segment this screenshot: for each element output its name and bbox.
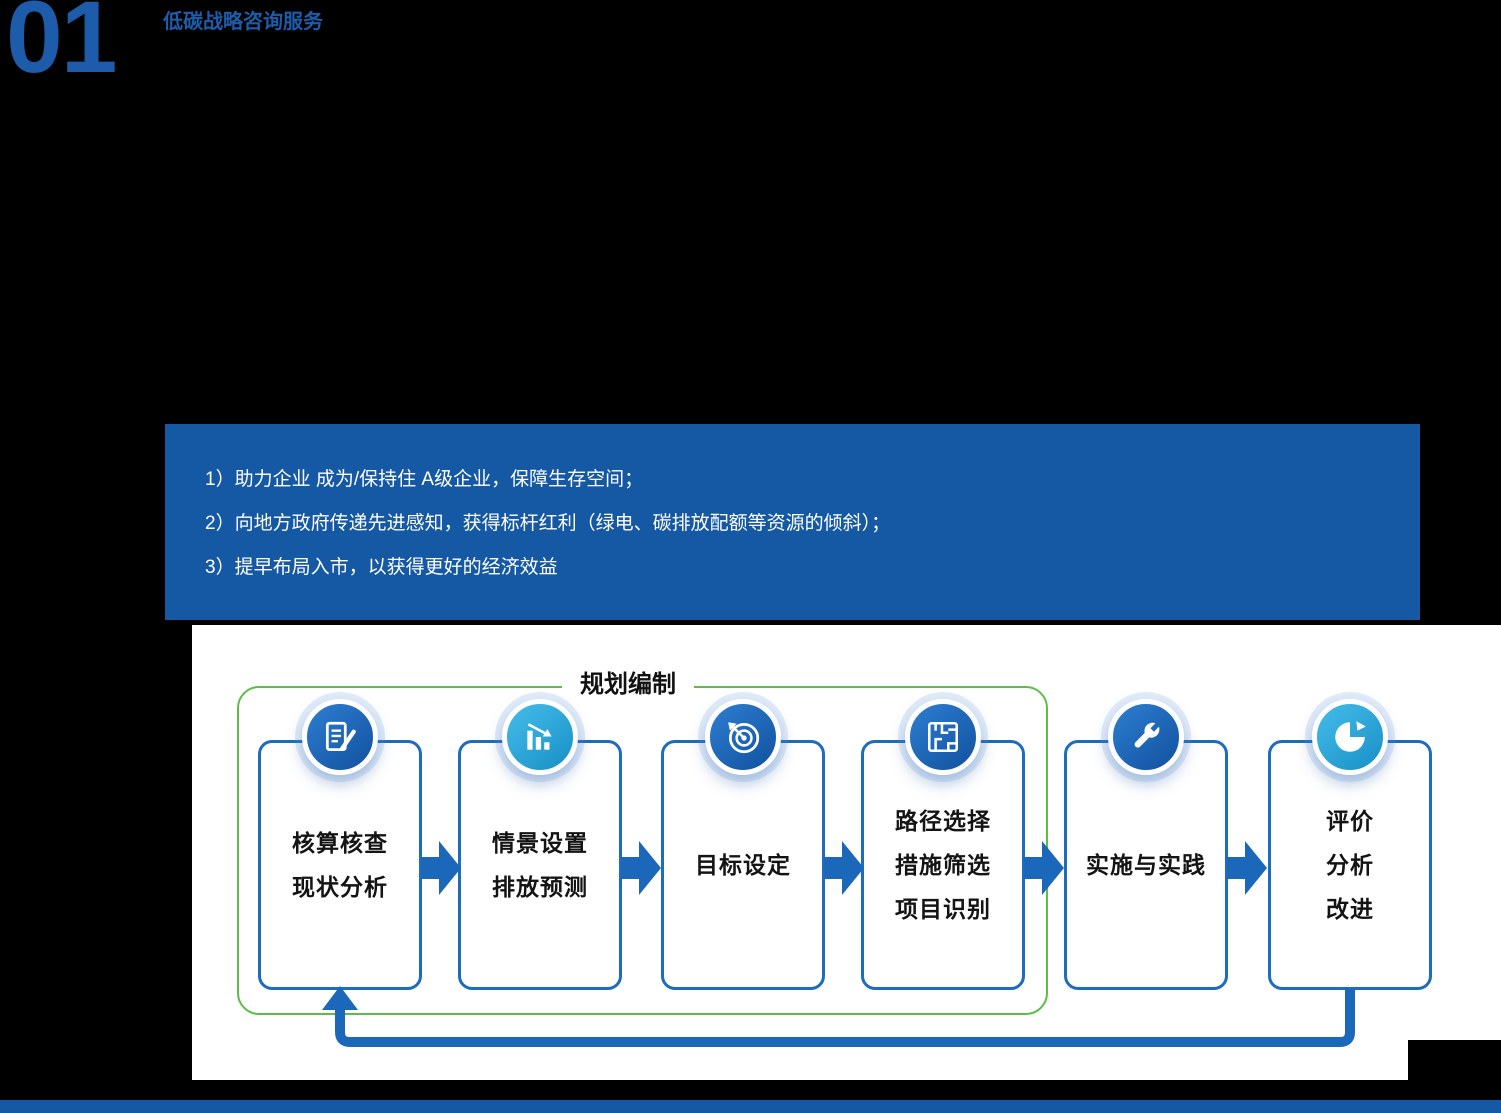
step-label-line: 措施筛选 (895, 851, 991, 878)
step-label-line: 项目识别 (895, 895, 991, 922)
step-box-implementation: 实施与实践 (1064, 740, 1228, 990)
target-icon (705, 699, 781, 775)
clipboard-check-icon (302, 699, 378, 775)
step-label-line: 改进 (1326, 895, 1374, 922)
step-label-line: 排放预测 (492, 873, 588, 900)
step-box-accounting-review: 核算核查 现状分析 (258, 740, 422, 990)
step-label-line: 实施与实践 (1086, 851, 1206, 878)
flow-arrow-1 (421, 841, 461, 895)
step-label-line: 分析 (1326, 851, 1374, 878)
benefit-item-3: 3）提早布局入市，以获得更好的经济效益 (205, 557, 558, 578)
corner-block (1408, 1040, 1501, 1100)
step-label-line: 情景设置 (492, 829, 588, 856)
benefit-item-2: 2）向地方政府传递先进感知，获得标杆红利（绿电、碳排放配额等资源的倾斜）； (205, 513, 891, 534)
section-title: 低碳战略咨询服务 (163, 11, 323, 33)
flow-arrow-3 (824, 841, 864, 895)
flow-arrow-2 (621, 841, 661, 895)
declining-chart-icon (502, 699, 578, 775)
wrench-icon (1108, 699, 1184, 775)
route-map-icon (905, 699, 981, 775)
step-label-line: 现状分析 (292, 873, 388, 900)
step-box-scenario-forecast: 情景设置 排放预测 (458, 740, 622, 990)
section-number: 01 (6, 0, 117, 94)
flow-arrow-4 (1024, 841, 1064, 895)
step-label-line: 目标设定 (695, 851, 791, 878)
step-box-goal-setting: 目标设定 (661, 740, 825, 990)
planning-group-label: 规划编制 (562, 670, 694, 700)
benefits-panel: 1）助力企业 成为/保持住 A级企业，保障生存空间； 2）向地方政府传递先进感知… (165, 424, 1420, 620)
step-label-line: 评价 (1326, 807, 1374, 834)
flow-arrow-5 (1227, 841, 1267, 895)
benefit-item-1: 1）助力企业 成为/保持住 A级企业，保障生存空间； (205, 469, 644, 490)
bottom-accent-bar (0, 1100, 1501, 1113)
cycle-pie-icon (1312, 699, 1388, 775)
step-box-evaluation: 评价 分析 改进 (1268, 740, 1432, 990)
step-box-path-selection: 路径选择 措施筛选 项目识别 (861, 740, 1025, 990)
step-label-line: 核算核查 (292, 829, 388, 856)
step-label-line: 路径选择 (895, 807, 991, 834)
